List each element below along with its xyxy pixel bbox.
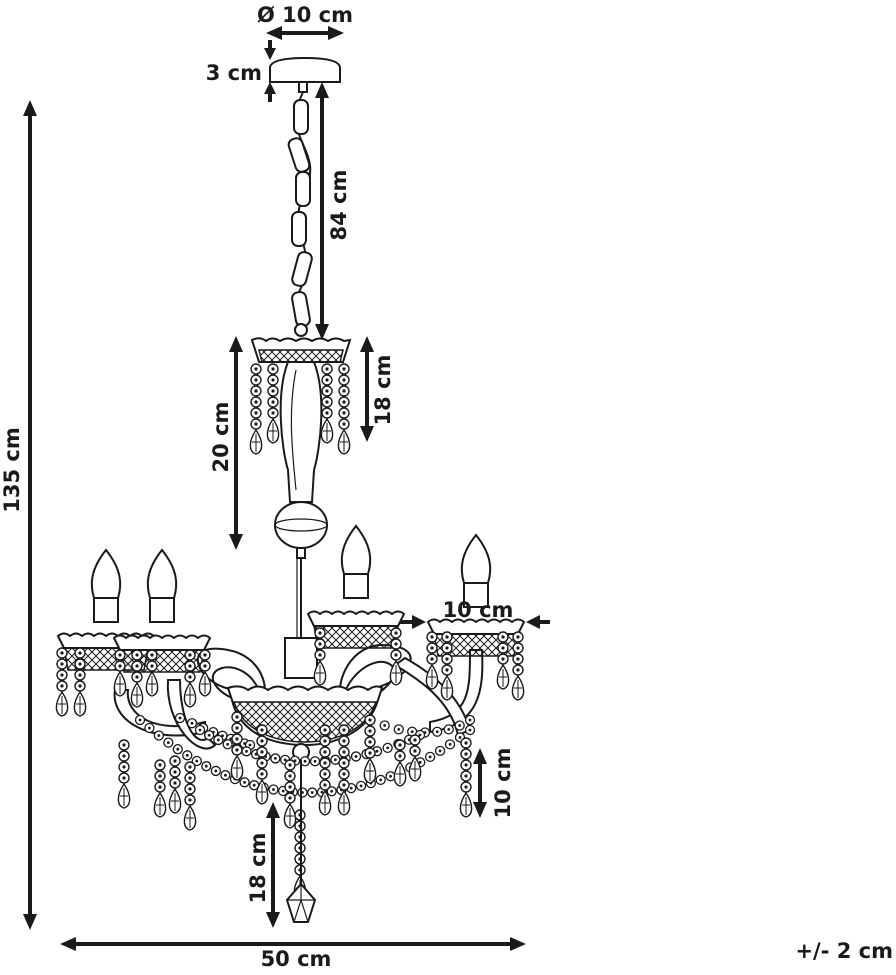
dimension-lines <box>23 26 550 951</box>
crystal-pendant <box>183 761 197 831</box>
crown-pendant <box>266 363 280 444</box>
crystal-pendant <box>459 737 473 818</box>
top-crown <box>250 337 352 363</box>
crystal-pendant <box>198 649 212 697</box>
crystal-pendant <box>168 755 182 814</box>
total-height-arrow <box>23 100 37 930</box>
chain-length-label: 84 cm <box>327 170 351 241</box>
suspension-chain <box>287 91 313 337</box>
crystal-pendant <box>389 627 403 686</box>
crystal-pendant <box>511 631 525 701</box>
crystal-pendant <box>55 647 69 717</box>
crystal-pendant <box>117 739 131 809</box>
crystal-pendant <box>313 627 327 686</box>
crystal-pendant <box>183 649 197 708</box>
crystal-pendant <box>408 734 422 782</box>
canopy-height-label: 3 cm <box>206 61 262 85</box>
bottom-drop-arrow <box>266 802 280 928</box>
crystal-pendant <box>425 631 439 690</box>
crystal-pendant <box>153 759 167 818</box>
crystal-pendant <box>337 724 351 816</box>
candle-bulb <box>90 548 122 623</box>
crystal-pendant <box>393 739 407 787</box>
crystal-pendant <box>255 724 269 805</box>
crystal-pendant <box>496 631 510 690</box>
canopy-height-arrow <box>264 40 276 102</box>
crystal-pendant <box>73 647 87 717</box>
canopy-diameter-arrow <box>266 26 344 40</box>
crown-pendant <box>337 363 351 455</box>
pendant-drop-label: 10 cm <box>491 748 515 819</box>
bottom-finial <box>285 760 317 923</box>
chandelier-drawing <box>55 56 526 923</box>
dimension-labels: Ø 10 cm 3 cm 84 cm 135 cm 20 cm 18 cm 10… <box>0 3 893 971</box>
candle-bulb <box>146 548 178 623</box>
crown-pendant <box>320 363 334 444</box>
total-width-label: 50 cm <box>261 947 332 971</box>
column-height-arrow <box>229 336 243 550</box>
crystal-pendant <box>113 649 127 697</box>
candle-bulb <box>340 524 372 599</box>
crystal-pendant <box>145 649 159 697</box>
crystal-pendant <box>318 724 332 816</box>
crystal-pendant <box>230 711 244 781</box>
total-height-label: 135 cm <box>0 427 24 512</box>
cup-width-arrow <box>400 615 550 629</box>
top-ring-height-arrow <box>360 336 374 442</box>
crystal-pendant <box>130 649 144 708</box>
canopy-diameter-label: Ø 10 cm <box>257 3 353 27</box>
cup-width-label: 10 cm <box>443 598 514 622</box>
bottom-drop-label: 18 cm <box>246 833 270 904</box>
column-height-label: 20 cm <box>209 402 233 473</box>
total-width-arrow <box>60 937 526 951</box>
bead-garlands <box>134 712 476 798</box>
crystal-pendant <box>283 759 297 829</box>
crystal-pendant <box>363 714 377 784</box>
hanging-pendants <box>55 627 525 901</box>
central-column <box>274 361 328 640</box>
crown-pendant <box>249 363 263 455</box>
top-crown-pendants <box>249 363 351 455</box>
pendant-drop-arrow <box>473 748 487 818</box>
tolerance-note: +/- 2 cm <box>795 939 893 963</box>
top-ring-height-label: 18 cm <box>371 355 395 426</box>
crystal-pendant <box>440 631 454 701</box>
ceiling-canopy <box>269 56 341 93</box>
candle-bulb <box>460 533 492 608</box>
chain-length-arrow <box>315 82 329 340</box>
